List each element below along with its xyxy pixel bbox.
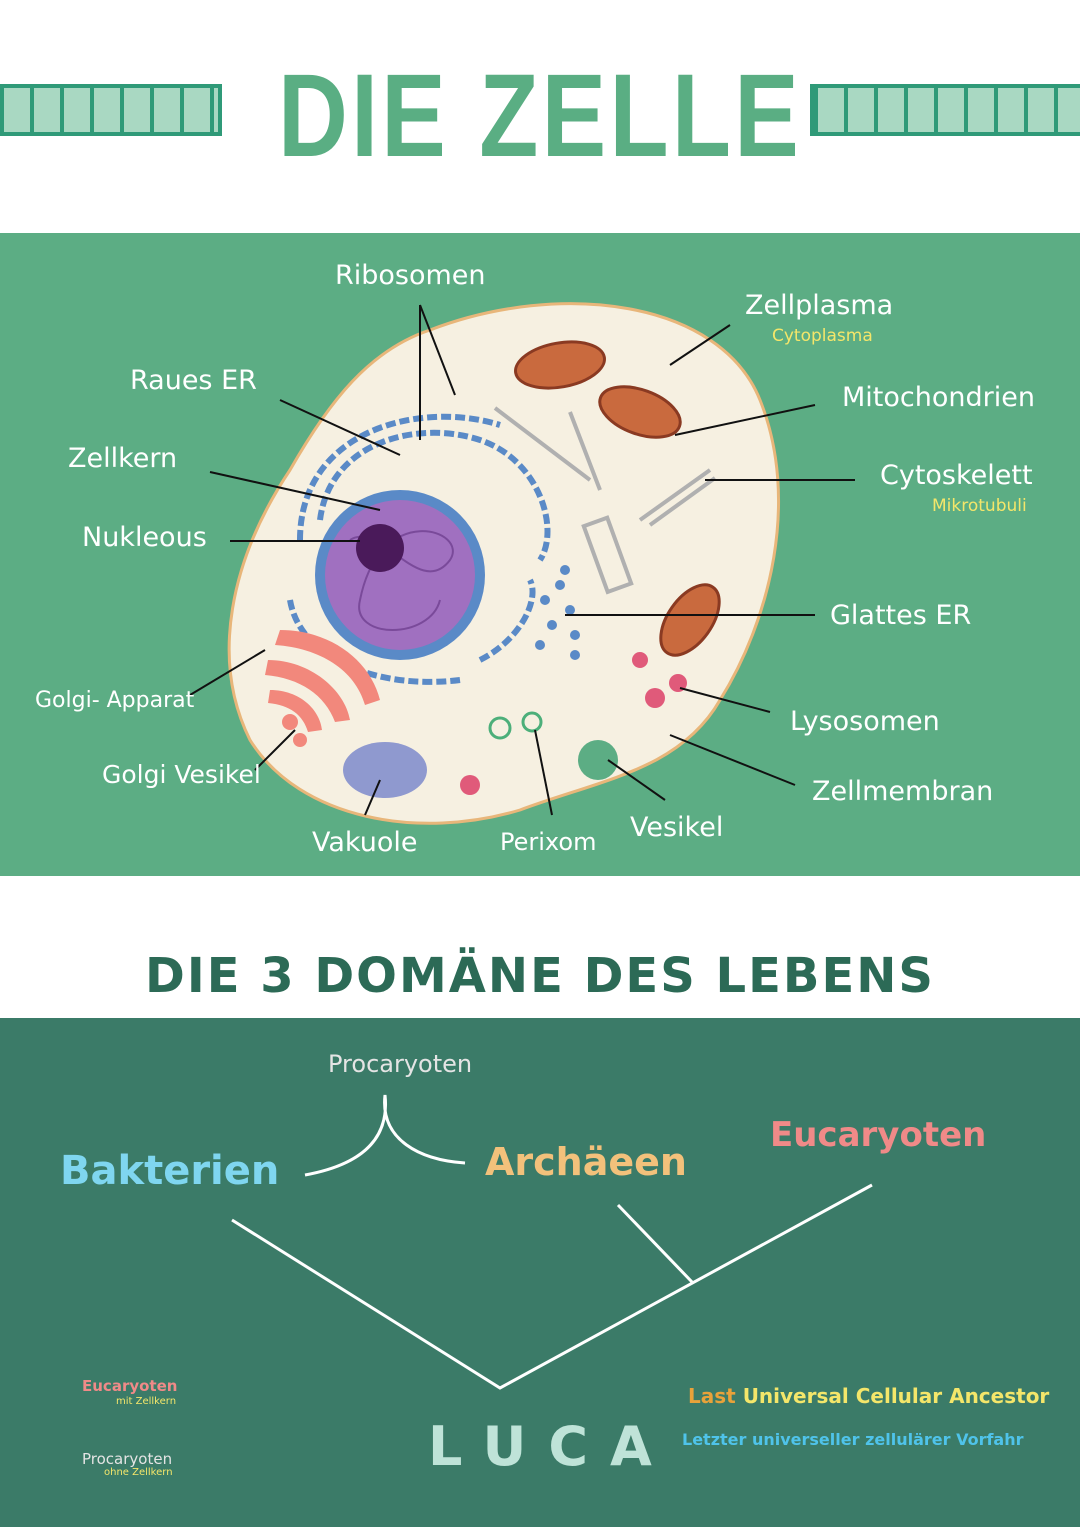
section-title: DIE 3 DOMÄNE DES LEBENS	[145, 948, 935, 1004]
golgi-apparatus	[265, 630, 380, 747]
title-decoration-right	[810, 84, 1080, 136]
tree-eucaryoten: Eucaryoten	[770, 1115, 987, 1155]
page-title: DIE ZELLE	[277, 50, 803, 182]
label-perixom: Perixom	[500, 828, 597, 856]
label-nukleous: Nukleous	[82, 522, 207, 553]
label-mikrotubuli: Mikrotubuli	[932, 496, 1027, 516]
label-vesikel: Vesikel	[630, 812, 724, 843]
label-golgi-vesikel: Golgi Vesikel	[102, 760, 261, 789]
luca-german: Letzter universeller zellulärer Vorfahr	[682, 1430, 1024, 1449]
tree-procaryoten: Procaryoten	[328, 1050, 473, 1078]
vacuole	[343, 742, 427, 798]
tree-root-luca: LUCA	[428, 1415, 674, 1478]
lysosomes	[460, 652, 687, 795]
legend-eucaryoten: Eucaryoten	[82, 1377, 178, 1395]
label-ribosomen: Ribosomen	[335, 260, 486, 291]
leader-lines	[189, 304, 855, 816]
legend-procaryoten-sub: ohne Zellkern	[104, 1467, 173, 1478]
legend-procaryoten: Procaryoten	[82, 1450, 173, 1468]
peroxisome	[488, 716, 512, 740]
luca-word: Cellular	[855, 1384, 943, 1408]
label-raues-er: Raues ER	[130, 365, 257, 396]
tree-branches	[231, 1094, 873, 1390]
title-decoration-left	[0, 84, 222, 136]
label-zellplasma: Zellplasma	[745, 290, 894, 321]
mitochondria	[514, 340, 721, 657]
label-cytoskelett: Cytoskelett	[880, 460, 1033, 491]
luca-word: Last	[688, 1384, 736, 1408]
smooth-er	[535, 565, 580, 660]
legend-eucaryoten-sub: mit Zellkern	[116, 1396, 177, 1407]
luca-word: Universal	[742, 1384, 849, 1408]
tree-archaeen: Archäeen	[485, 1140, 687, 1184]
luca-english: Last Universal Cellular Ancestor	[688, 1384, 1049, 1408]
label-golgi-apparat: Golgi- Apparat	[35, 688, 195, 713]
peroxisome	[521, 711, 543, 733]
nucleolus	[356, 524, 404, 572]
vesicle-notch	[578, 740, 618, 780]
tree-bakterien: Bakterien	[60, 1148, 280, 1194]
label-cytoplasma: Cytoplasma	[772, 326, 873, 346]
luca-word: Ancestor	[949, 1384, 1050, 1408]
label-vakuole: Vakuole	[312, 827, 418, 858]
label-mitochondrien: Mitochondrien	[842, 382, 1035, 413]
label-glattes-er: Glattes ER	[830, 600, 972, 631]
label-zellmembran: Zellmembran	[812, 776, 994, 807]
cytoskeleton	[493, 406, 717, 595]
label-lysosomen: Lysosomen	[790, 706, 940, 737]
domains-panel	[0, 1018, 1080, 1527]
label-zellkern: Zellkern	[68, 443, 178, 474]
